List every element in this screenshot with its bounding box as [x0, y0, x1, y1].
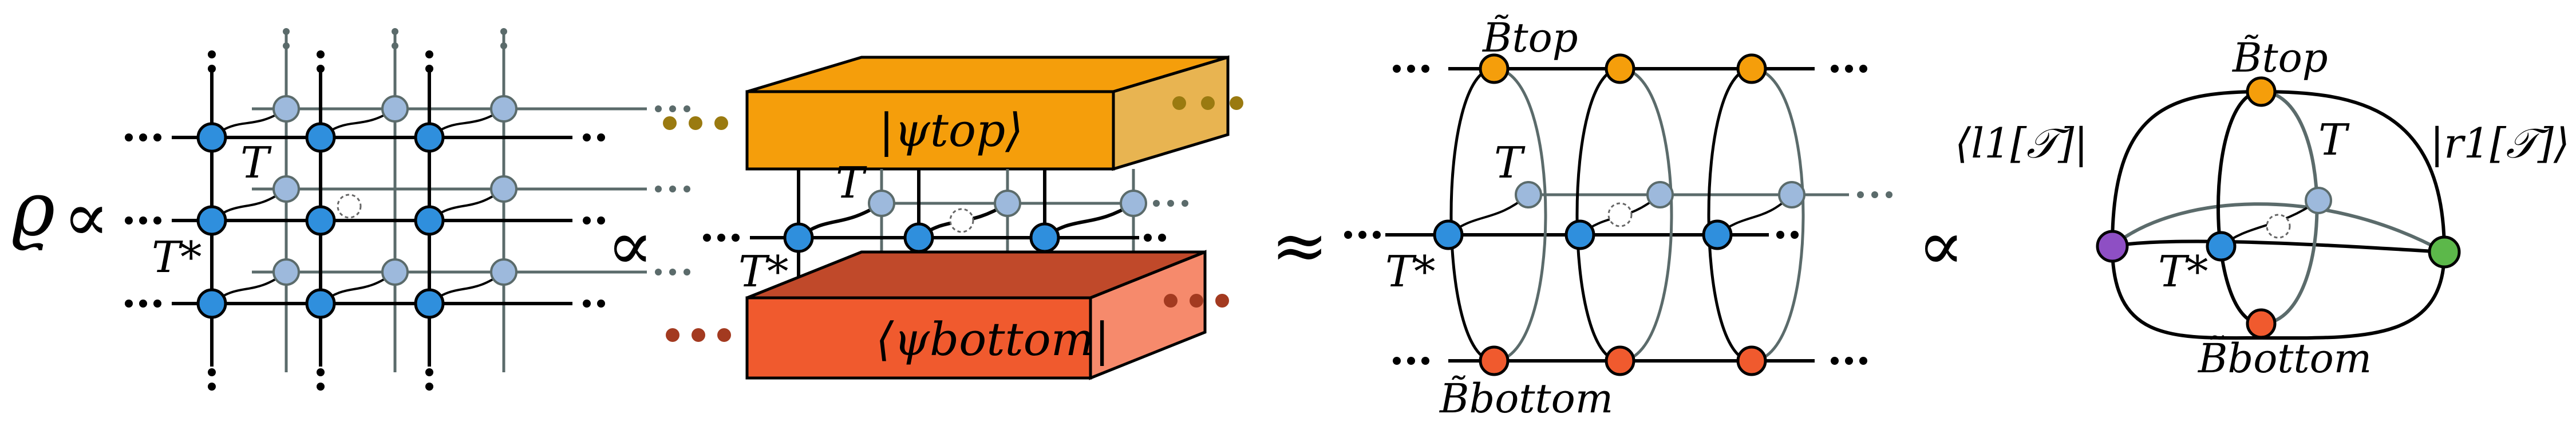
b-top-label-1: B̃top [1481, 14, 1578, 61]
proportional-symbol-2: ∝ [607, 206, 653, 286]
middle-tstar-dots [703, 234, 1166, 242]
middle-t-nodes [868, 190, 1147, 217]
environment-b-top-node [2246, 76, 2277, 107]
removed-site-marker-3 [1607, 202, 1633, 227]
psi-top-label: |ψtop⟩ [879, 104, 1023, 157]
psi-top-dots [663, 96, 1243, 130]
middle-t-dots [1153, 200, 1188, 207]
t-label-2: T [836, 158, 867, 208]
panel-boundary-states: ∝ |ψtop⟩ [607, 55, 1243, 380]
l1-label: ⟨l1[𝒯]| [1955, 119, 2088, 167]
proportional-symbol-3: ∝ [1918, 206, 1964, 286]
boundary-loops [1449, 67, 1805, 363]
boundary-dots [1344, 65, 1867, 365]
tstar-label-3: T* [1385, 246, 1436, 297]
r1-node [2428, 235, 2461, 269]
boundary-t-nodes [1515, 181, 1805, 208]
tstar-label-1: T* [152, 232, 202, 282]
b-bottom-nodes [1479, 345, 1767, 376]
panel-boundary-tensors: ≈ [1271, 14, 1893, 422]
b-top-label-2: B̃top [2231, 34, 2328, 81]
r1-label: |r1[𝒯]⟩ [2430, 119, 2570, 167]
removed-site-marker-4 [2266, 214, 2291, 239]
environment-tstar-node [2206, 231, 2237, 262]
b-bottom-label-1: B̃bottom [1439, 375, 1613, 422]
environment-b-bottom-node [2246, 308, 2277, 339]
psi-top-slab: |ψtop⟩ [745, 55, 1230, 171]
t-layer-dots [283, 28, 690, 275]
tstar-label-4: T* [2158, 246, 2208, 297]
tstar-nodes [196, 122, 445, 319]
t-layer-grid [252, 29, 647, 372]
b-top-nodes [1479, 53, 1767, 84]
psi-bottom-label: ⟨ψbottom| [876, 313, 1110, 366]
boundary-tstar-nodes [1433, 219, 1733, 250]
b-bottom-label-2: B̃bottom [2197, 335, 2372, 382]
middle-tstar-nodes [783, 222, 1060, 253]
l1-node [2096, 230, 2129, 263]
panel-2d-network: ϱ ∝ [11, 28, 690, 391]
removed-site-marker [337, 194, 362, 219]
panel-environment: ∝ B̃top B̃bottom T T* ⟨l1[𝒯]| |r1[𝒯]⟩ [1918, 34, 2570, 382]
environment-t-node [2305, 187, 2332, 214]
psi-bottom-slab: ⟨ψbottom| [745, 250, 1207, 380]
boundary-t-dots [1857, 191, 1893, 198]
rho-symbol: ϱ [11, 166, 55, 253]
approx-symbol: ≈ [1271, 206, 1329, 286]
tstar-layer-dots [125, 50, 605, 391]
psi-bottom-dots [666, 294, 1229, 342]
removed-site-marker-2 [949, 208, 974, 233]
t-label-1: T [240, 137, 272, 188]
t-label-4: T [2318, 115, 2350, 165]
proportional-symbol-1: ∝ [63, 178, 109, 257]
t-label-3: T [1494, 137, 1526, 188]
t-nodes [272, 95, 517, 286]
